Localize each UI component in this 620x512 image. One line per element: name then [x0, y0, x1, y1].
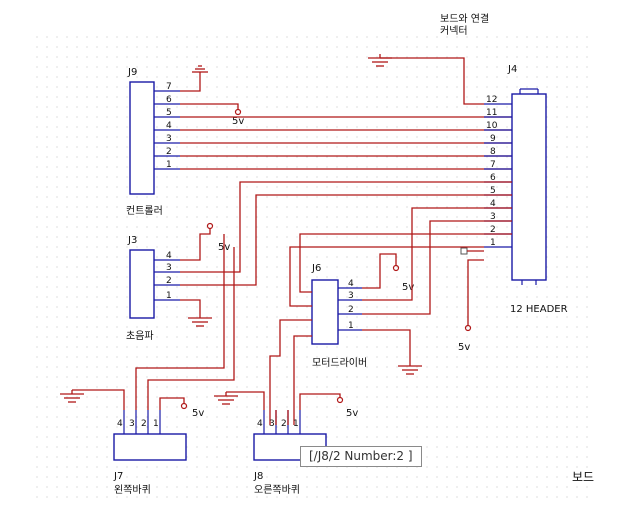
- j7-ground-symbol: [60, 389, 125, 410]
- j7-left-wheel[interactable]: J7 왼쪽바퀴 4 3 2 1: [113, 410, 187, 496]
- j6-pin-1: 1: [348, 321, 354, 331]
- j9-ground-symbol: [180, 65, 208, 92]
- j6-motor-driver[interactable]: J6 모터드라이버 4 3 2 1: [311, 263, 367, 369]
- j7-signal-wires: [135, 234, 235, 410]
- j8-signal-wires: [275, 410, 289, 425]
- j9-pin-6: 6: [166, 95, 172, 105]
- j6-j4-wires: [362, 207, 512, 315]
- j3-pin-2: 2: [166, 276, 172, 286]
- j9-ref: J9: [127, 67, 137, 78]
- j9-pin-7: 7: [166, 82, 172, 92]
- j4-header[interactable]: J4 12 HEADER 12 11 10 9 8 7 6 5 4 3 2 1: [484, 64, 568, 315]
- j9-pin-2: 2: [166, 147, 172, 157]
- j7-pin-4: 4: [117, 419, 123, 429]
- j4-pin-11: 11: [486, 108, 497, 118]
- j4-pin-3: 3: [490, 212, 496, 222]
- title-line-2: 커넥터: [440, 25, 468, 37]
- title-line-1: 보드와 연결: [440, 13, 489, 25]
- j7-pin-2: 2: [141, 419, 147, 429]
- j6-name: 모터드라이버: [312, 357, 367, 369]
- j7-5v-supply: 5v: [159, 397, 204, 419]
- j8-ref: J8: [253, 471, 263, 482]
- dot-grid: [30, 28, 590, 498]
- j4-pin-1: 1: [490, 238, 496, 248]
- j4-5v-label: 5v: [458, 342, 470, 353]
- j3-j4-wires: [180, 181, 512, 286]
- j6-pin-4: 4: [348, 279, 354, 289]
- j6-5v-supply: 5v: [362, 253, 414, 293]
- j8-ground-symbol: [214, 391, 265, 410]
- j7-5v-label: 5v: [192, 408, 204, 419]
- j9-5v-supply: 5v: [180, 103, 244, 127]
- j3-pin-4: 4: [166, 251, 172, 261]
- pin-tooltip: [/J8/2 Number:2 ]: [300, 446, 422, 467]
- j9-j4-wires: [180, 116, 512, 170]
- j9-pin-3: 3: [166, 134, 172, 144]
- j8-5v-label: 5v: [346, 408, 358, 419]
- j4-pin-2: 2: [490, 225, 496, 235]
- j9-controller[interactable]: J9 컨트롤러 7 6 5 4 3 2 1: [126, 67, 180, 217]
- j6-pin-3: 3: [348, 291, 354, 301]
- j4-name: 12 HEADER: [510, 304, 568, 315]
- j7-pin-3: 3: [129, 419, 135, 429]
- j9-pin-1: 1: [166, 160, 172, 170]
- j6-5v-label: 5v: [402, 282, 414, 293]
- j9-pin-5: 5: [166, 108, 172, 118]
- j4-pin-10: 10: [486, 121, 498, 131]
- j8-pin-3: 3: [269, 419, 275, 429]
- j4-pin2-open-marker: [460, 247, 468, 255]
- j8-5v-supply: 5v: [299, 393, 358, 419]
- j4-pin-6: 6: [490, 173, 496, 183]
- j3-name: 초음파: [126, 330, 154, 342]
- j6-motor-wires: [269, 233, 512, 425]
- j3-pin-1: 1: [166, 291, 172, 301]
- j6-ground-symbol: [362, 329, 422, 375]
- board-label: 보드: [572, 470, 595, 484]
- j7-ref: J7: [113, 471, 123, 482]
- j4-pin-8: 8: [490, 147, 496, 157]
- j6-ref: J6: [311, 263, 321, 274]
- j4-pin-12: 12: [486, 95, 497, 105]
- j8-pin-1: 1: [293, 419, 299, 429]
- j4-ground-symbol: [368, 54, 484, 105]
- j4-pin-5: 5: [490, 186, 496, 196]
- j7-name: 왼쪽바퀴: [114, 484, 151, 496]
- j4-pin-7: 7: [490, 160, 496, 170]
- j4-ref: J4: [507, 64, 517, 75]
- j3-pin-3: 3: [166, 263, 172, 273]
- j9-5v-label: 5v: [232, 116, 244, 127]
- j4-pin-4: 4: [490, 199, 496, 209]
- j8-pin-4: 4: [257, 419, 263, 429]
- j9-pin-4: 4: [166, 121, 172, 131]
- j3-ultrasonic[interactable]: J3 초음파 4 3 2 1: [126, 235, 180, 342]
- j4-pin-9: 9: [490, 134, 496, 144]
- j8-name: 오른쪽바퀴: [254, 484, 300, 496]
- j3-ground-symbol: [180, 299, 212, 327]
- j3-ref: J3: [127, 235, 137, 246]
- j9-name: 컨트롤러: [126, 205, 163, 217]
- j8-pin-2: 2: [281, 419, 287, 429]
- j7-pin-1: 1: [153, 419, 159, 429]
- j6-pin-2: 2: [348, 305, 354, 315]
- j4-5v-supply: 5v: [458, 259, 484, 353]
